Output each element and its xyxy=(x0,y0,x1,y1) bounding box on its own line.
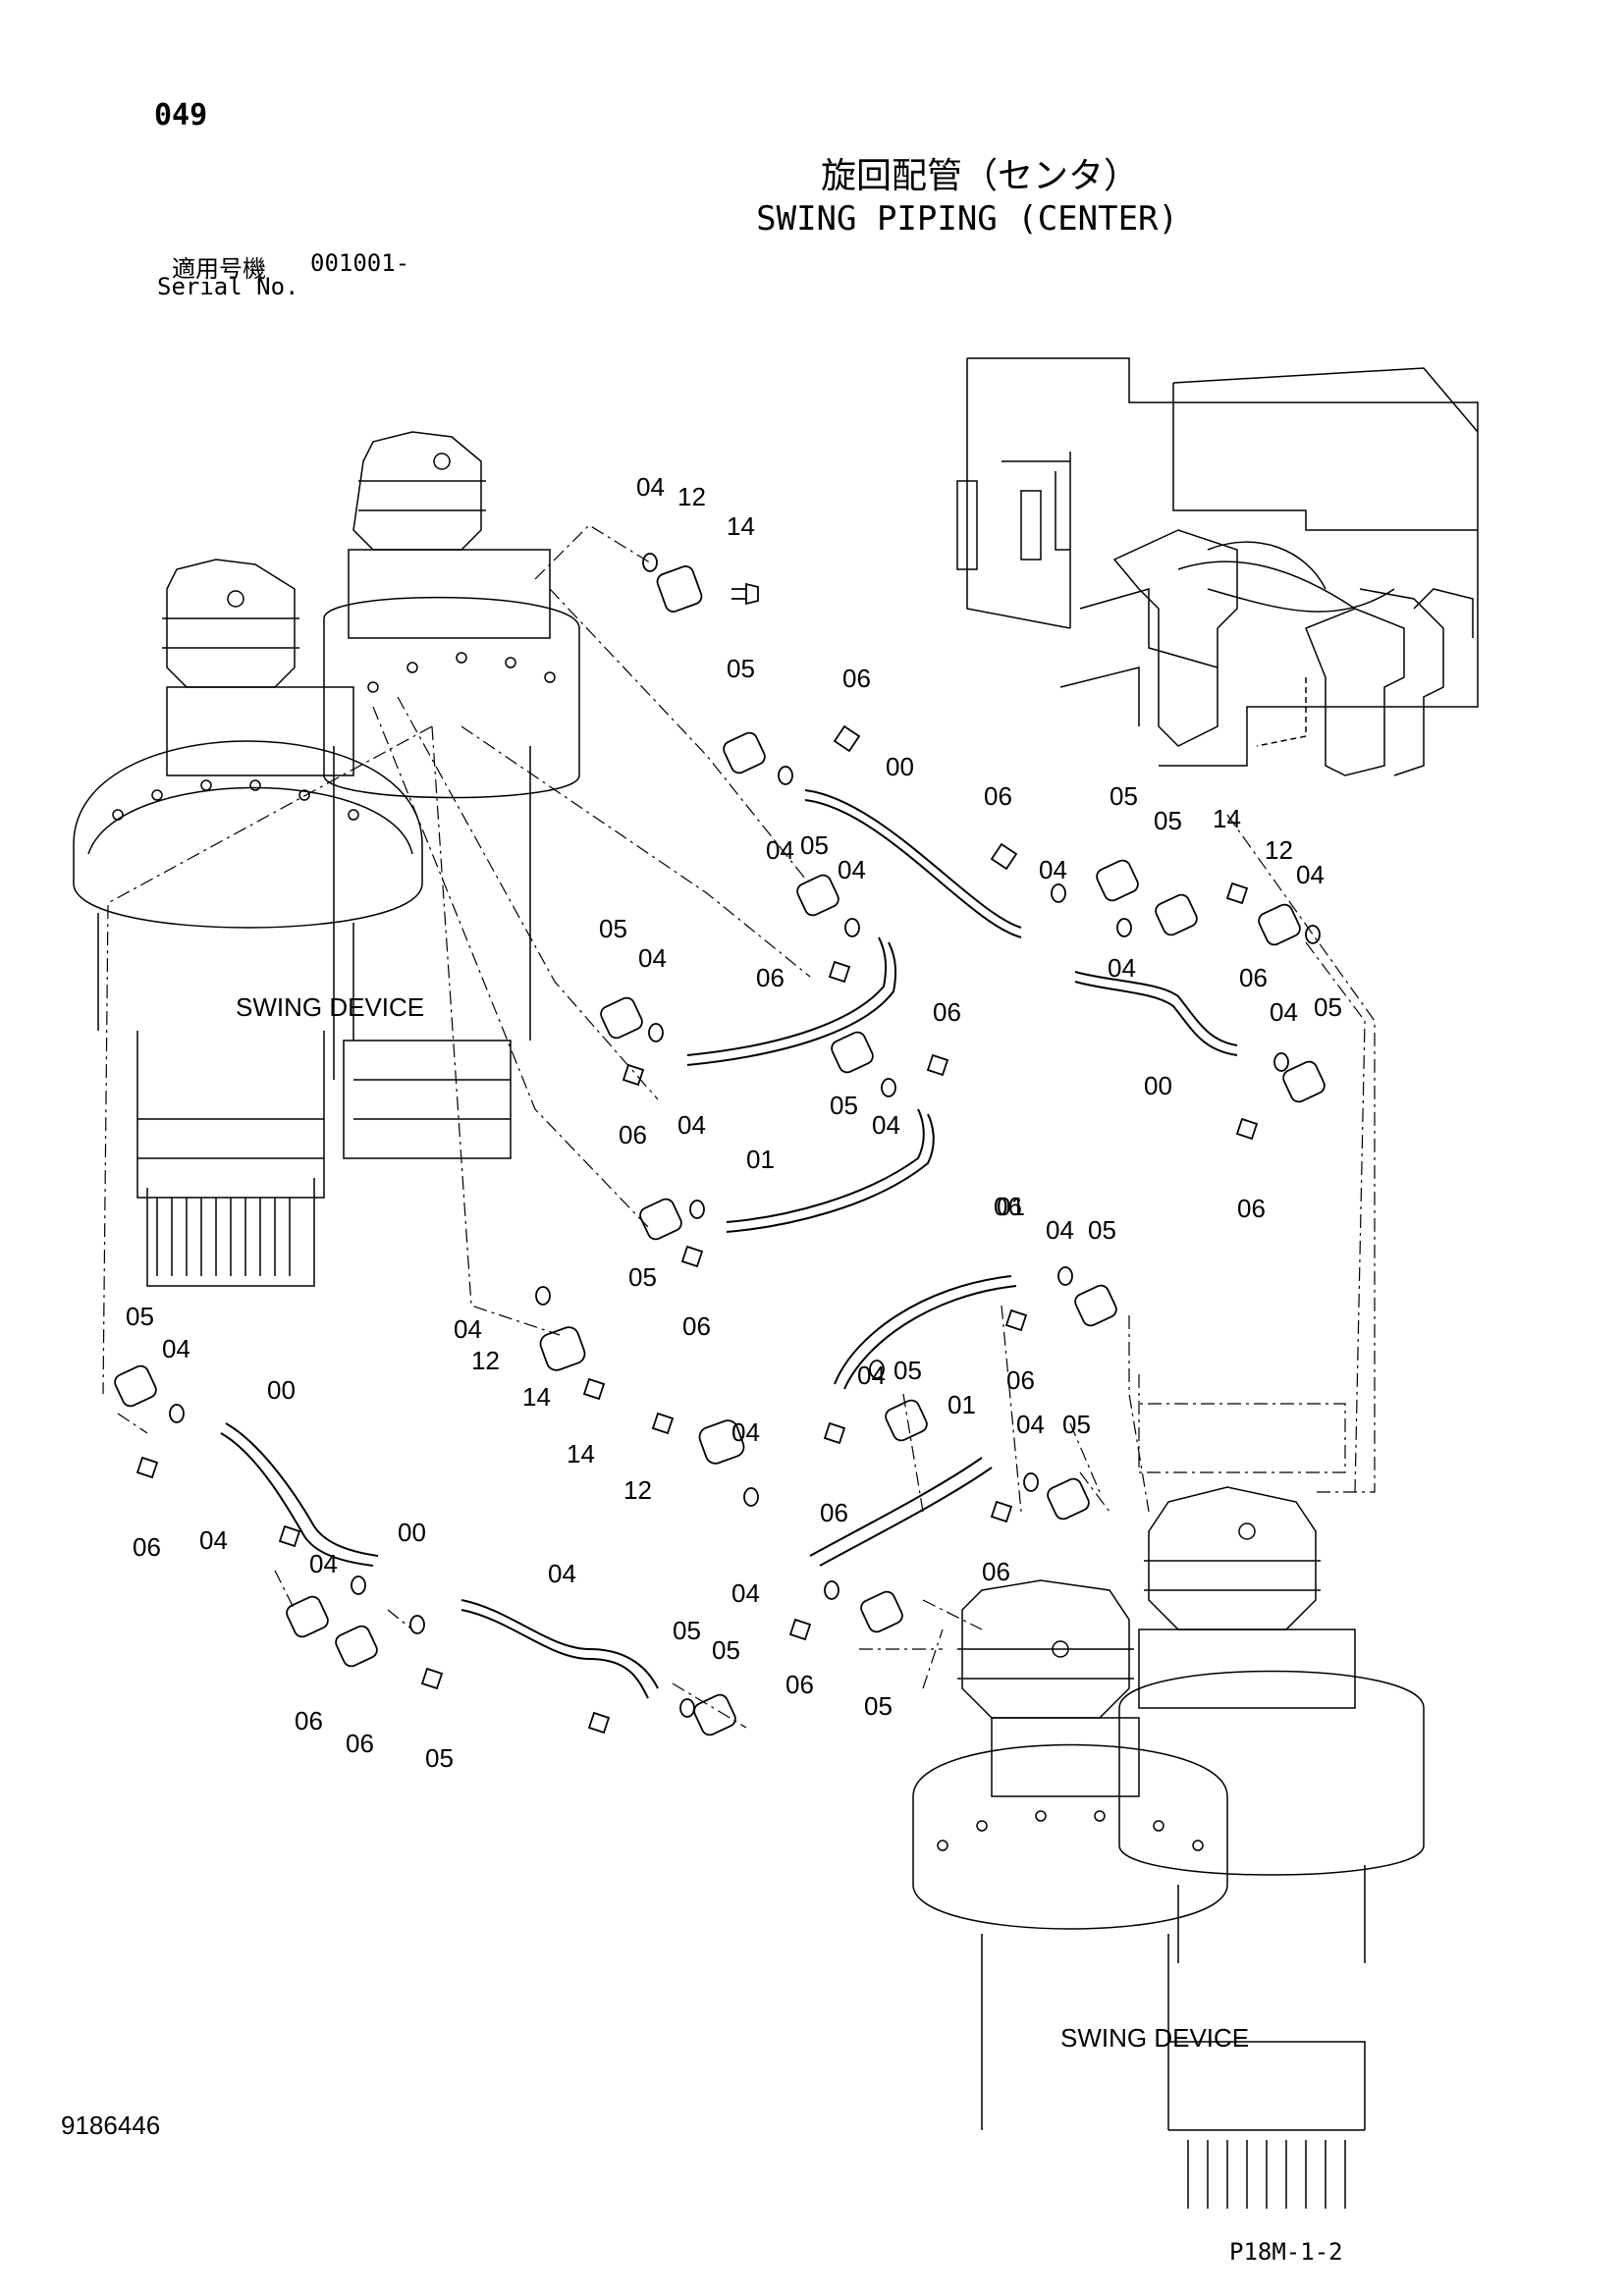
callout: 04 xyxy=(1108,953,1136,983)
callout: 06 xyxy=(933,997,961,1027)
callout: 06 xyxy=(982,1557,1010,1586)
serial-label-japanese: 適用号機 xyxy=(172,255,266,283)
page-number: 049 xyxy=(154,98,208,133)
callout: 00 xyxy=(267,1375,296,1405)
callout: 06 xyxy=(1006,1365,1035,1395)
serial-label-english: Serial No. xyxy=(157,273,299,300)
callout: 06 xyxy=(295,1706,323,1735)
callout: 00 xyxy=(886,752,914,781)
callout: 00 xyxy=(398,1518,426,1547)
callout: 04 xyxy=(638,943,667,973)
callout: 04 xyxy=(766,835,794,865)
callout: 05 xyxy=(425,1743,454,1773)
page-title-japanese: 旋回配管（センタ） xyxy=(820,156,1139,196)
callout: 05 xyxy=(599,914,627,943)
callout: 06 xyxy=(619,1120,647,1149)
callout: 14 xyxy=(1213,804,1241,833)
callout: 05 xyxy=(800,830,829,860)
callout: 12 xyxy=(623,1475,652,1505)
callout: 04 xyxy=(857,1361,886,1390)
callout: 04 xyxy=(199,1525,228,1555)
callout: 05 xyxy=(864,1691,893,1721)
swing-device-left xyxy=(73,431,580,1287)
swing-device-label-left: SWING DEVICE xyxy=(236,992,424,1022)
callout: 04 xyxy=(872,1110,900,1140)
document-number: 9186446 xyxy=(61,2110,161,2140)
callout: 04 xyxy=(309,1549,338,1578)
callout: 06 xyxy=(1239,963,1268,992)
callout: 06 xyxy=(842,664,871,693)
callout: 06 xyxy=(133,1532,161,1562)
callout: 05 xyxy=(1110,781,1138,811)
callout: 06 xyxy=(1237,1194,1266,1223)
callout: 04 xyxy=(454,1314,482,1344)
machine-frame-inset xyxy=(956,357,1479,776)
callout: 05 xyxy=(1154,806,1182,835)
swing-device-label-right: SWING DEVICE xyxy=(1060,2023,1249,2053)
callout: 06 xyxy=(346,1729,374,1758)
callout: 05 xyxy=(727,654,755,683)
dashed-leader-lines xyxy=(102,524,1376,1729)
page-title-english: SWING PIPING (CENTER) xyxy=(756,199,1178,239)
callout: 04 xyxy=(731,1578,760,1608)
callout: 00 xyxy=(1144,1071,1172,1100)
callout: 04 xyxy=(162,1334,190,1363)
callout: 14 xyxy=(727,511,755,541)
page-reference: P18M-1-2 xyxy=(1229,2238,1343,2266)
callout: 05 xyxy=(673,1616,701,1645)
callout: 04 xyxy=(731,1417,760,1447)
callout: 04 xyxy=(838,855,866,884)
callout: 04 xyxy=(1039,855,1067,884)
callout: 04 xyxy=(677,1110,706,1140)
callout: 05 xyxy=(893,1356,922,1385)
callout: 12 xyxy=(471,1346,500,1375)
callout: 06 xyxy=(682,1311,711,1341)
callout: 04 xyxy=(1046,1215,1074,1245)
callout: 05 xyxy=(1088,1215,1116,1245)
callout: 05 xyxy=(1314,992,1342,1022)
callout: 12 xyxy=(677,482,706,511)
callout: 12 xyxy=(1265,835,1293,865)
swing-device-right xyxy=(912,1486,1425,2209)
callout: 14 xyxy=(522,1382,551,1412)
callout: 05 xyxy=(1062,1410,1091,1439)
hydraulic-pipes xyxy=(220,789,1238,1699)
callout: 05 xyxy=(126,1302,154,1331)
callout: 01 xyxy=(746,1145,775,1174)
callout: 06 xyxy=(994,1192,1022,1221)
callout: 06 xyxy=(984,781,1012,811)
callout: 05 xyxy=(712,1635,740,1665)
callout: 05 xyxy=(830,1091,858,1120)
callout: 01 xyxy=(997,1192,1025,1221)
pipe-fittings xyxy=(114,553,1326,1736)
callout: 04 xyxy=(636,472,665,502)
callout: 14 xyxy=(567,1439,595,1468)
callout: 04 xyxy=(1016,1410,1045,1439)
callout: 06 xyxy=(820,1498,848,1527)
callout: 04 xyxy=(1270,997,1298,1027)
callout: 05 xyxy=(628,1262,657,1292)
callout: 06 xyxy=(785,1670,814,1699)
callout: 01 xyxy=(947,1390,976,1419)
callout: 04 xyxy=(548,1559,576,1588)
serial-number-range: 001001- xyxy=(310,249,410,277)
callout: 04 xyxy=(1296,860,1325,889)
callout: 06 xyxy=(756,963,785,992)
callout-numbers: 04 12 14 05 06 00 06 05 05 14 12 04 04 0… xyxy=(126,472,1342,1773)
